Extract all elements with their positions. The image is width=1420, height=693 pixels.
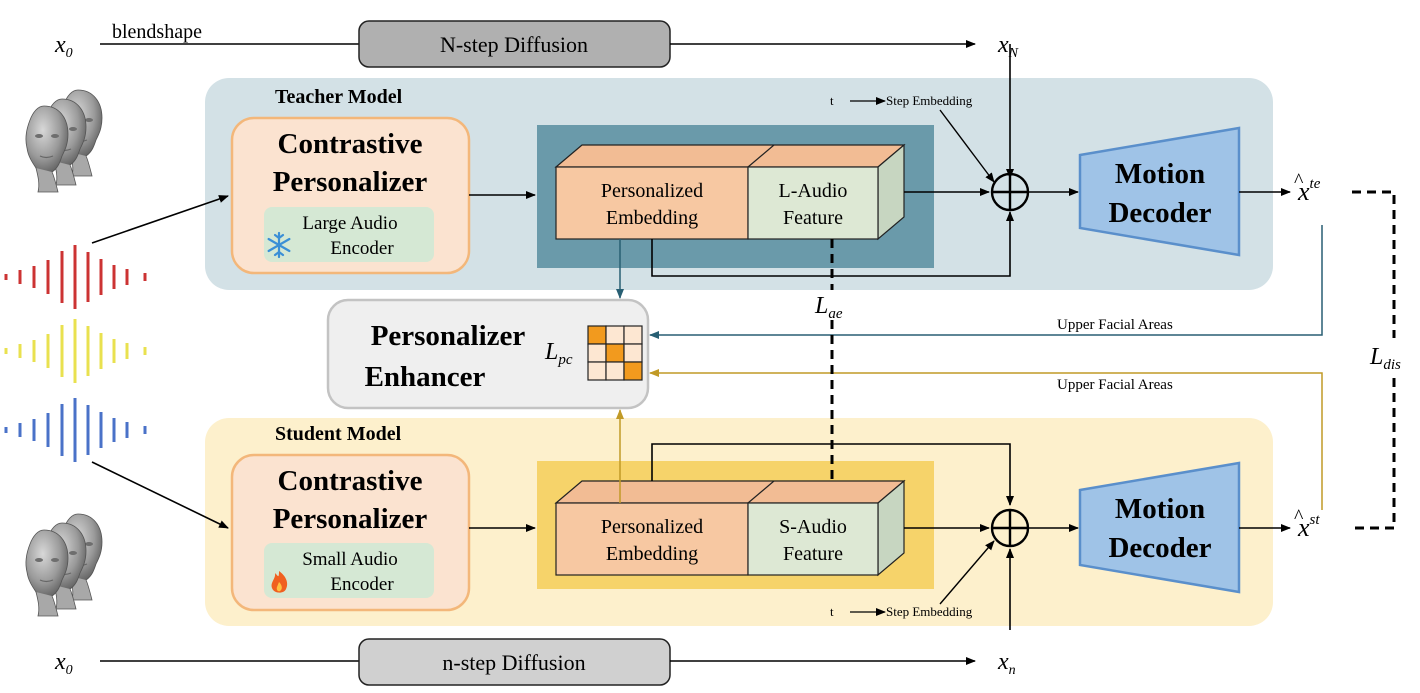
teacher-face-head-icon: [25, 89, 103, 193]
lae-label: Lae: [814, 293, 843, 322]
teacher-block-top: [554, 144, 906, 168]
teacher-upper-face-arrow: [649, 225, 1323, 339]
personalizer-enhancer-box: [326, 298, 650, 410]
large-audio-encoder-line2: Encoder: [330, 238, 394, 259]
large-audio-encoder-line1: Large Audio: [302, 213, 397, 234]
teacher-cp-line1: Contrastive: [278, 128, 423, 160]
student-cp-line2: Personalizer: [273, 503, 428, 535]
top-x0-label: x0: [54, 32, 73, 61]
student-step-embedding: Step Embedding: [886, 604, 973, 619]
small-audio-encoder-line1: Small Audio: [302, 549, 398, 570]
teacher-pe-line2: Embedding: [606, 207, 698, 229]
lpc-label: Lpc: [544, 339, 573, 368]
student-upper-facial-areas: Upper Facial Areas: [1057, 377, 1173, 393]
student-sum-icon: [990, 508, 1030, 548]
audio-to-teacher-arrow: [91, 195, 229, 244]
enhancer-line2: Enhancer: [365, 361, 486, 393]
xN-label: xN: [997, 32, 1019, 61]
xn-label: xn: [997, 649, 1016, 678]
s-audio-feature-line2: Feature: [783, 543, 843, 565]
teacher-t-label: t: [830, 93, 834, 108]
ldis-dash-upper: [1352, 190, 1396, 338]
small-audio-encoder-line2: Encoder: [330, 574, 394, 595]
x-hat-te: xte: [1297, 176, 1321, 206]
teacher-step-embedding: Step Embedding: [886, 93, 973, 108]
teacher-upper-facial-areas: Upper Facial Areas: [1057, 317, 1173, 333]
student-block-top: [554, 480, 906, 504]
student-model-title: Student Model: [275, 423, 402, 445]
teacher-pe-line1: Personalized: [601, 180, 703, 202]
student-hat-icon: ^: [1294, 506, 1304, 528]
student-pe-line2: Embedding: [606, 543, 698, 565]
enhancer-line1: Personalizer: [371, 320, 526, 352]
audio-waveforms: [4, 245, 147, 462]
teacher-step-arrow: [939, 109, 995, 183]
ldis-label: Ldis: [1369, 344, 1401, 373]
student-t-label: t: [830, 604, 834, 619]
teacher-decoder-line2: Decoder: [1108, 197, 1211, 229]
student-pe-line1: Personalized: [601, 516, 703, 538]
blendshape-label: blendshape: [112, 21, 202, 43]
flame-icon: [271, 571, 288, 593]
student-cp-line1: Contrastive: [278, 465, 423, 497]
teacher-model-title: Teacher Model: [275, 86, 403, 108]
l-audio-feature-line2: Feature: [783, 207, 843, 229]
teacher-decoder-line1: Motion: [1115, 158, 1205, 190]
s-audio-feature: [747, 502, 879, 576]
bottom-x0-label: x0: [54, 649, 73, 678]
n-step-diffusion-bottom-label: n-step Diffusion: [442, 650, 585, 675]
student-decoder-line1: Motion: [1115, 493, 1205, 525]
teacher-hat-icon: ^: [1294, 170, 1304, 192]
contrastive-matrix-icon: [587, 325, 643, 381]
ldis-dash-lower: [1352, 378, 1396, 530]
teacher-motion-decoder: [1078, 126, 1241, 257]
student-step-arrow: [939, 540, 995, 605]
snowflake-icon: [267, 231, 291, 259]
s-audio-feature-line1: S-Audio: [779, 516, 847, 538]
teacher-cp-line2: Personalizer: [273, 166, 428, 198]
student-motion-decoder: [1078, 461, 1241, 594]
student-decoder-line2: Decoder: [1108, 532, 1211, 564]
large-audio-encoder-box: [264, 207, 434, 262]
teacher-sum-icon: [990, 172, 1030, 212]
audio-to-student-arrow: [91, 461, 229, 529]
student-face-head-icon: [25, 513, 103, 617]
x-hat-st: xst: [1297, 512, 1320, 542]
small-audio-encoder-box: [264, 543, 434, 598]
n-step-diffusion-bottom-box: [358, 638, 671, 686]
n-step-diffusion-top-label: N-step Diffusion: [440, 32, 588, 57]
l-audio-feature: [747, 166, 879, 240]
l-audio-feature-line1: L-Audio: [779, 180, 848, 202]
student-upper-face-arrow: [649, 369, 1323, 510]
